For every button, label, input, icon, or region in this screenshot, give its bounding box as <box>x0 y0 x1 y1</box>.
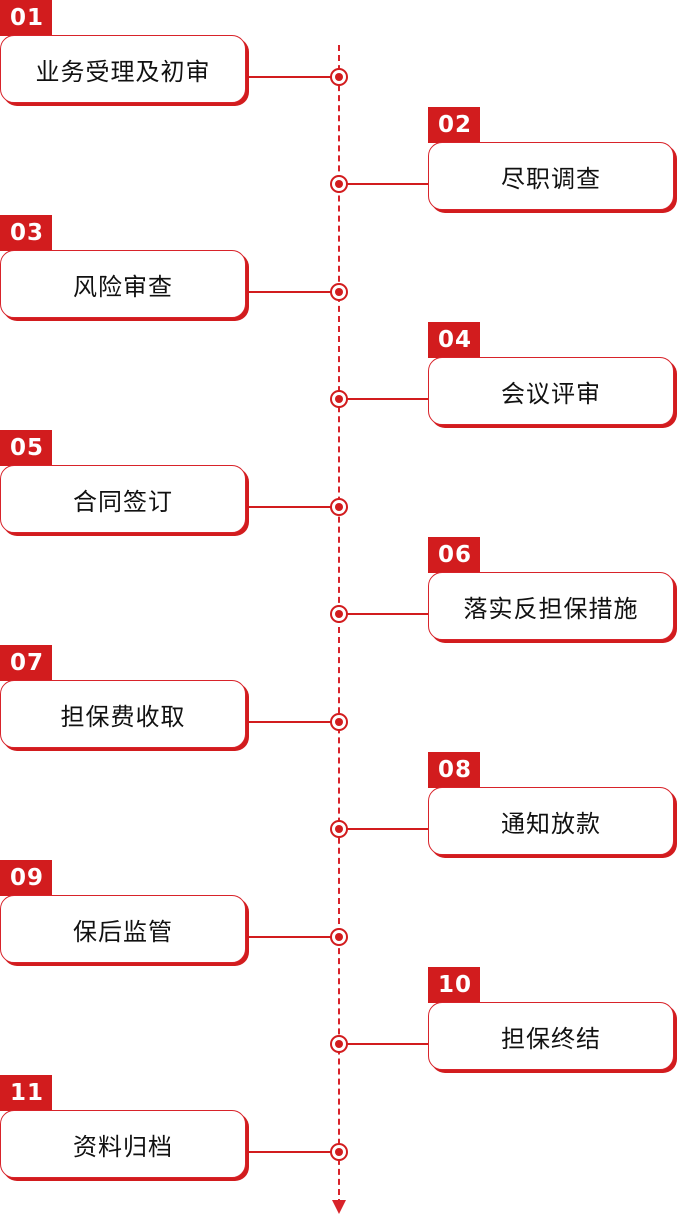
step-label: 合同签订 <box>0 465 246 533</box>
step-number: 08 <box>428 752 480 788</box>
step-number: 11 <box>0 1075 52 1111</box>
step-label: 风险审查 <box>0 250 246 318</box>
step-03: 03 风险审查 <box>0 215 348 319</box>
step-label: 尽职调查 <box>428 142 674 210</box>
step-number: 07 <box>0 645 52 681</box>
timeline-dot-icon <box>330 283 348 301</box>
step-label: 通知放款 <box>428 787 674 855</box>
step-10: 10 担保终结 <box>330 967 678 1071</box>
step-04: 04 会议评审 <box>330 322 678 426</box>
timeline-arrow-icon <box>332 1200 346 1214</box>
step-connector <box>344 1043 428 1045</box>
timeline-dot-icon <box>330 175 348 193</box>
step-connector <box>248 721 332 723</box>
step-label: 落实反担保措施 <box>428 572 674 640</box>
step-label: 担保费收取 <box>0 680 246 748</box>
step-connector <box>248 1151 332 1153</box>
step-number: 01 <box>0 0 52 36</box>
step-connector <box>248 76 332 78</box>
step-02: 02 尽职调查 <box>330 107 678 211</box>
step-label: 担保终结 <box>428 1002 674 1070</box>
timeline-dot-icon <box>330 713 348 731</box>
timeline-dot-icon <box>330 1035 348 1053</box>
timeline-line <box>338 45 340 1205</box>
step-08: 08 通知放款 <box>330 752 678 856</box>
step-09: 09 保后监管 <box>0 860 348 964</box>
step-connector <box>248 291 332 293</box>
step-label: 会议评审 <box>428 357 674 425</box>
timeline-dot-icon <box>330 390 348 408</box>
step-label: 资料归档 <box>0 1110 246 1178</box>
step-number: 03 <box>0 215 52 251</box>
timeline-dot-icon <box>330 928 348 946</box>
timeline-dot-icon <box>330 1143 348 1161</box>
step-07: 07 担保费收取 <box>0 645 348 749</box>
step-05: 05 合同签订 <box>0 430 348 534</box>
step-number: 09 <box>0 860 52 896</box>
step-connector <box>344 183 428 185</box>
step-connector <box>248 936 332 938</box>
step-number: 06 <box>428 537 480 573</box>
step-connector <box>248 506 332 508</box>
timeline-dot-icon <box>330 820 348 838</box>
timeline-dot-icon <box>330 498 348 516</box>
step-number: 04 <box>428 322 480 358</box>
step-06: 06 落实反担保措施 <box>330 537 678 641</box>
step-number: 02 <box>428 107 480 143</box>
step-label: 保后监管 <box>0 895 246 963</box>
timeline-dot-icon <box>330 605 348 623</box>
step-number: 10 <box>428 967 480 1003</box>
step-connector <box>344 398 428 400</box>
timeline-dot-icon <box>330 68 348 86</box>
step-label: 业务受理及初审 <box>0 35 246 103</box>
step-number: 05 <box>0 430 52 466</box>
step-11: 11 资料归档 <box>0 1075 348 1179</box>
step-01: 01 业务受理及初审 <box>0 0 348 104</box>
step-connector <box>344 613 428 615</box>
step-connector <box>344 828 428 830</box>
